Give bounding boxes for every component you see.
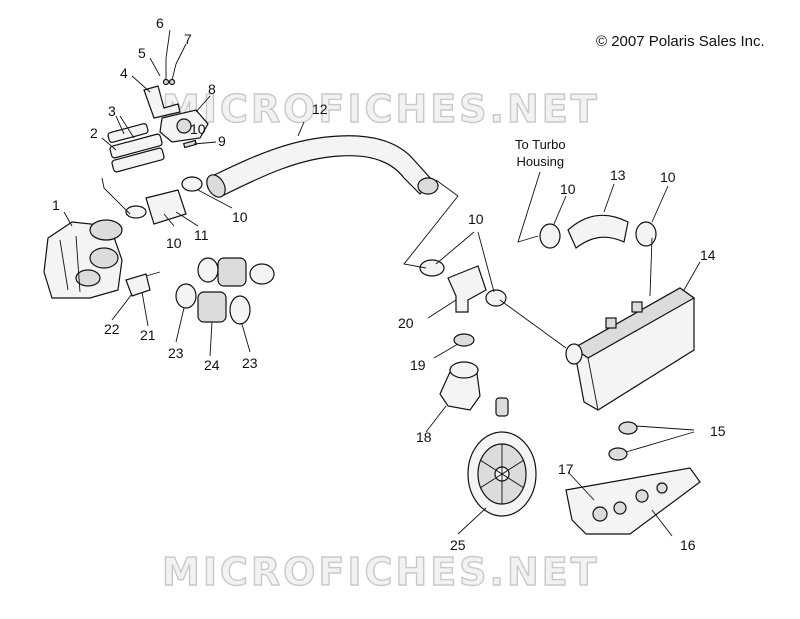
watermark-bottom: MICROFICHES.NET [162, 550, 600, 594]
callout-16: 16 [680, 537, 696, 553]
callout-21: 21 [140, 327, 156, 343]
callout-7: 7 [184, 31, 192, 47]
callout-19: 19 [410, 357, 426, 373]
callout-10-b: 10 [166, 235, 182, 251]
leader-lines [63, 29, 701, 537]
grommets-15 [608, 421, 638, 461]
callout-10-e: 10 [660, 169, 676, 185]
callout-23-b: 23 [242, 355, 258, 371]
sensor-blocks [107, 123, 165, 173]
watermark-top: MICROFICHES.NET [162, 87, 600, 131]
callout-5: 5 [138, 45, 146, 61]
elbow-18 [439, 361, 509, 417]
callout-13: 13 [610, 167, 626, 183]
callout-10-f: 10 [190, 121, 206, 137]
callout-3: 3 [108, 103, 116, 119]
couplers-23-24 [175, 257, 275, 325]
copyright-notice: © 2007 Polaris Sales Inc. [596, 33, 765, 50]
bracket-16 [565, 467, 701, 535]
elbow-20 [419, 259, 507, 313]
callout-10-a: 10 [232, 209, 248, 225]
callout-14: 14 [700, 247, 716, 263]
air-box-housing [43, 219, 123, 299]
fan-25 [467, 431, 537, 517]
callout-9: 9 [218, 133, 226, 149]
callout-22: 22 [104, 321, 120, 337]
callout-4: 4 [120, 65, 128, 81]
callout-18: 18 [416, 429, 432, 445]
to-turbo-housing-note: To Turbo Housing [515, 136, 566, 170]
sensor-21-22 [125, 271, 161, 297]
coupler-11 [125, 176, 203, 225]
note-line-2: Housing [516, 154, 565, 169]
callout-1: 1 [52, 197, 60, 213]
callout-11: 11 [194, 227, 209, 243]
bracket-assembly [143, 58, 209, 149]
callout-23-a: 23 [168, 345, 184, 361]
callout-6: 6 [156, 15, 164, 31]
callout-24: 24 [204, 357, 220, 373]
hose-13 [539, 214, 657, 249]
callout-10-d: 10 [560, 181, 576, 197]
callout-10-c: 10 [468, 211, 484, 227]
callout-8: 8 [208, 81, 216, 97]
callout-labels: 1 2 3 4 5 6 7 8 9 10 10 10 10 10 10 11 1… [52, 15, 726, 553]
intercooler-14 [565, 287, 696, 411]
ring-19 [453, 333, 475, 347]
callout-17: 17 [558, 461, 574, 477]
watermark-group: MICROFICHES.NET MICROFICHES.NET [161, 86, 600, 594]
callout-20: 20 [398, 315, 414, 331]
callout-2: 2 [90, 125, 98, 141]
callout-15: 15 [710, 423, 726, 439]
callout-12: 12 [312, 101, 328, 117]
note-line-1: To Turbo [515, 137, 566, 152]
intake-tube [206, 135, 439, 198]
callout-25: 25 [450, 537, 466, 553]
